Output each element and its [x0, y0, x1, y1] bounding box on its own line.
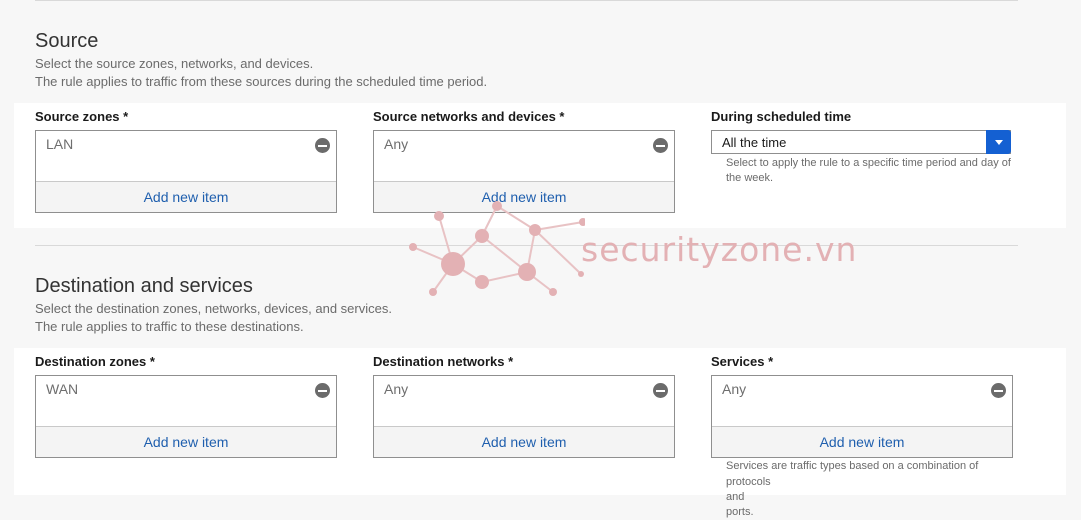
destination-zones-field: Destination zones * WAN Add new item: [35, 353, 337, 458]
services-help-2: protocols and ports.: [726, 476, 771, 518]
schedule-help-1: Select to apply the rule to a specific t…: [726, 157, 1011, 169]
source-zones-list: LAN Add new item: [35, 130, 337, 213]
source-networks-label: Source networks and devices *: [373, 109, 565, 124]
destination-zones-list: WAN Add new item: [35, 375, 337, 458]
source-zone-item: LAN: [46, 136, 74, 152]
remove-item-icon[interactable]: [653, 383, 668, 398]
destination-networks-add-button[interactable]: Add new item: [374, 426, 674, 457]
chevron-down-icon[interactable]: [986, 130, 1011, 154]
service-item: Any: [722, 381, 747, 397]
schedule-help-2: the week.: [726, 172, 774, 184]
destination-networks-list: Any Add new item: [373, 375, 675, 458]
services-label: Services *: [711, 354, 774, 369]
source-zones-add-button[interactable]: Add new item: [36, 181, 336, 212]
destination-description-1: Select the destination zones, networks, …: [35, 301, 392, 316]
destination-zone-item: WAN: [46, 381, 79, 397]
destination-section-title: Destination and services: [35, 275, 253, 297]
source-networks-add-button[interactable]: Add new item: [374, 181, 674, 212]
destination-zones-add-button[interactable]: Add new item: [36, 426, 336, 457]
source-zones-field: Source zones * LAN Add new item: [35, 108, 337, 213]
services-field: Services * Any Add new item Services are…: [711, 353, 1013, 518]
destination-networks-field: Destination networks * Any Add new item: [373, 353, 675, 458]
source-networks-field: Source networks and devices * Any Add ne…: [373, 108, 675, 213]
services-add-button[interactable]: Add new item: [712, 426, 1012, 457]
section-divider: [35, 245, 1018, 246]
remove-item-icon[interactable]: [315, 383, 330, 398]
schedule-selected-value: All the time: [722, 135, 787, 150]
source-description-2: The rule applies to traffic from these s…: [35, 74, 488, 89]
top-divider: [35, 0, 1018, 1]
source-section-title: Source: [35, 30, 99, 52]
watermark-text: securityzone.vn: [581, 230, 858, 269]
services-list: Any Add new item: [711, 375, 1013, 458]
remove-item-icon[interactable]: [315, 138, 330, 153]
source-zones-label: Source zones *: [35, 109, 129, 124]
destination-zones-label: Destination zones *: [35, 354, 155, 369]
destination-networks-label: Destination networks *: [373, 354, 514, 369]
source-description-1: Select the source zones, networks, and d…: [35, 56, 314, 71]
remove-item-icon[interactable]: [653, 138, 668, 153]
services-help-1: Services are traffic types based on a co…: [726, 460, 979, 472]
source-network-item: Any: [384, 136, 409, 152]
schedule-field: During scheduled time All the time Selec…: [711, 108, 1011, 184]
schedule-label: During scheduled time: [711, 109, 852, 124]
schedule-select[interactable]: All the time: [711, 130, 1011, 154]
destination-description-2: The rule applies to traffic to these des…: [35, 319, 304, 334]
source-networks-list: Any Add new item: [373, 130, 675, 213]
destination-network-item: Any: [384, 381, 409, 397]
remove-item-icon[interactable]: [991, 383, 1006, 398]
